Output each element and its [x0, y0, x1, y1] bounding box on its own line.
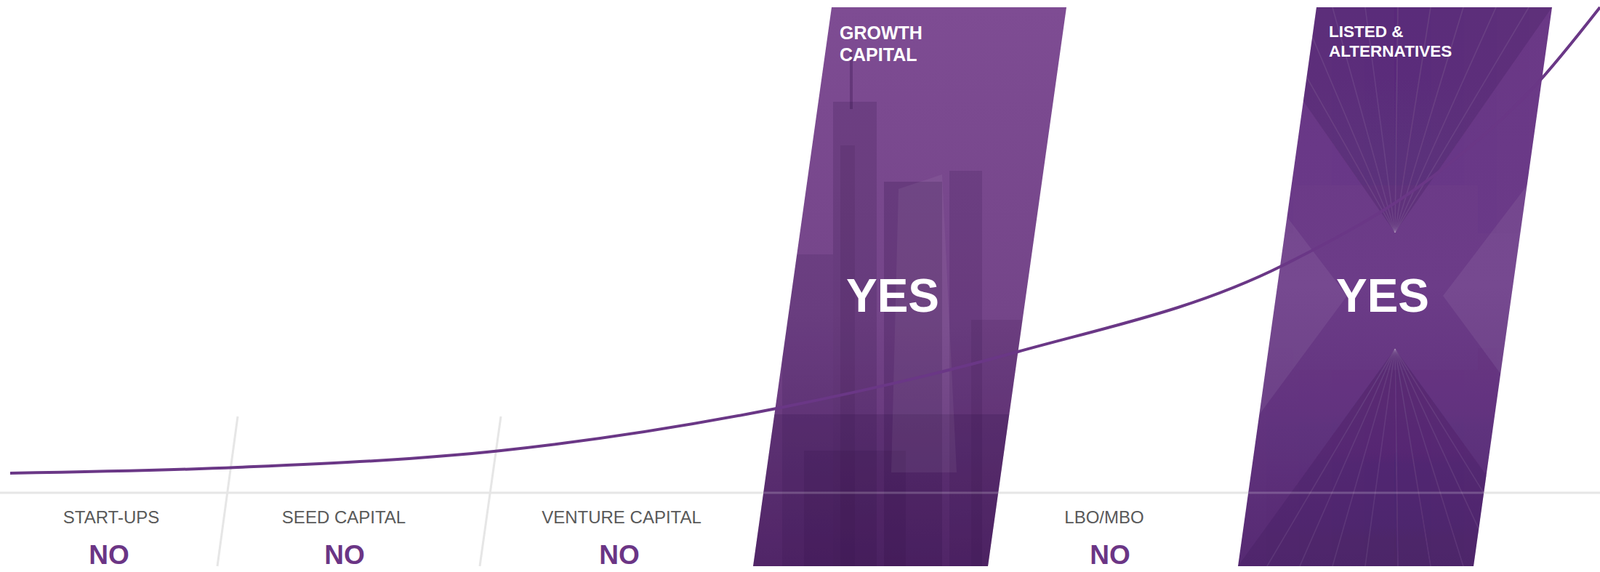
stage-heading: GROWTH CAPITAL — [839, 21, 971, 66]
stage-panel: GROWTH CAPITAL YES — [753, 7, 1067, 567]
panel-fill — [753, 7, 1067, 567]
answer-text: YES — [1336, 272, 1430, 320]
stage-heading: LISTED & ALTERNATIVES — [1328, 21, 1486, 62]
stage-name: LBO/MBO — [1064, 507, 1144, 528]
baseline — [0, 492, 1600, 495]
stage-name: START-UPS — [63, 507, 160, 528]
answer-text: NO — [599, 540, 640, 571]
answer-text: YES — [846, 272, 940, 320]
answer-text: NO — [1089, 540, 1131, 571]
separator — [479, 416, 501, 567]
panel-photo — [1237, 7, 1553, 567]
growth-curve — [10, 7, 1600, 474]
separator — [217, 416, 238, 567]
answer-text: NO — [324, 540, 365, 571]
panel-fill — [1237, 7, 1553, 567]
stage-name: VENTURE CAPITAL — [541, 507, 702, 528]
stage-name: SEED CAPITAL — [282, 507, 406, 528]
stage-panel: LISTED & ALTERNATIVES YES — [1237, 7, 1553, 567]
answer-text: NO — [88, 540, 130, 571]
panel-photo — [753, 50, 1067, 567]
